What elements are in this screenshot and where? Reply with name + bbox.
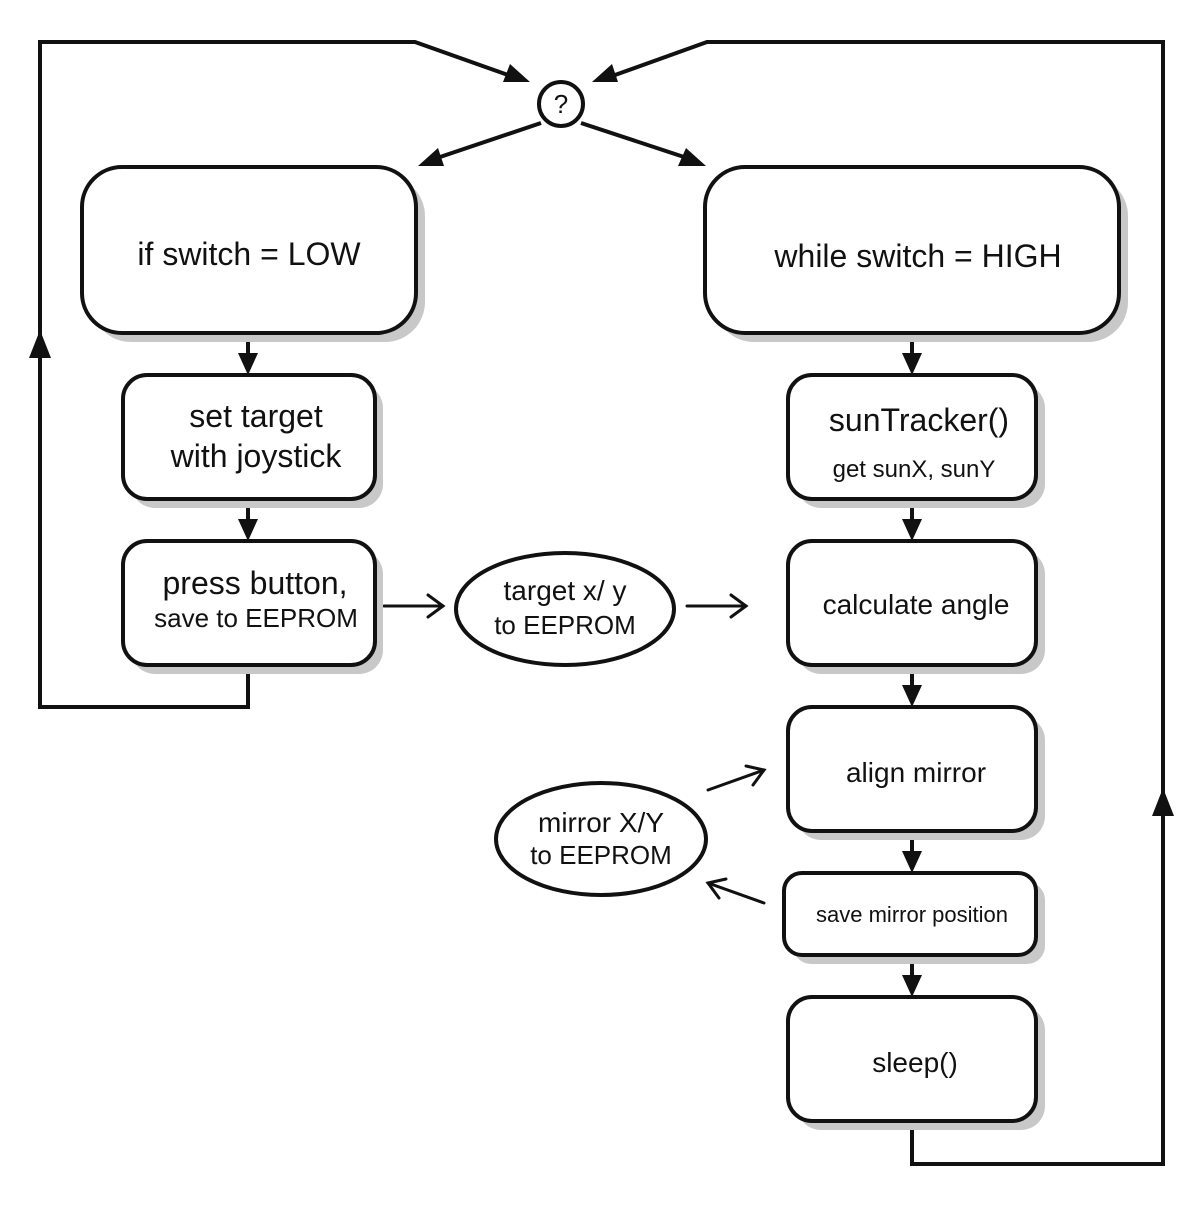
decision-label: ? [554, 89, 568, 119]
sun-tracker-line2: get sunX, sunY [833, 456, 996, 483]
target-to-calculate-arrowhead [729, 593, 749, 619]
sun-tracker-line1: sunTracker() [829, 402, 1009, 438]
right-flow-arrowhead-1 [902, 353, 922, 375]
mirror-eeprom-line2: to EEPROM [530, 840, 672, 870]
left-flow-arrowhead-1 [238, 353, 258, 375]
save-mirror-position-label: save mirror position [816, 902, 1008, 927]
press-button-line1: press button, [163, 565, 348, 601]
decision-to-right-arrowhead [678, 148, 706, 166]
button-to-target-arrowhead [426, 593, 446, 619]
left-loop-into-decision-arrowhead [503, 64, 530, 82]
connectors [29, 40, 1174, 1166]
sleep-label: sleep() [872, 1047, 958, 1078]
align-mirror-label: align mirror [846, 757, 986, 788]
if-switch-low-label: if switch = LOW [137, 236, 361, 272]
mirror-to-align-arrowhead [744, 764, 767, 787]
left-flow-arrowhead-2 [238, 519, 258, 541]
if-switch-low-box: if switch = LOW [80, 165, 425, 342]
calculate-angle-label: calculate angle [823, 589, 1010, 620]
left-loop-line [38, 40, 509, 709]
sleep-box: sleep() [786, 995, 1045, 1130]
decision-to-left-line [439, 121, 542, 159]
decision-node: ? [537, 80, 585, 128]
left-loop-up-arrowhead [29, 330, 51, 358]
right-loop-up-arrowhead [1152, 788, 1174, 816]
decision-to-left-arrowhead [418, 148, 444, 166]
mirror-to-align-arrow [706, 768, 766, 792]
save-mirror-position-box: save mirror position [782, 871, 1045, 964]
align-mirror-box: align mirror [786, 705, 1045, 840]
mirror-eeprom-line1: mirror X/Y [538, 807, 664, 838]
calculate-angle-box: calculate angle [786, 539, 1045, 674]
set-target-line2: with joystick [170, 438, 343, 474]
while-switch-high-label: while switch = HIGH [773, 238, 1061, 274]
save-to-mirror-arrowhead [705, 877, 728, 900]
target-eeprom-line1: target x/ y [504, 575, 627, 606]
right-flow-arrowhead-2 [902, 519, 922, 541]
press-button-line2: save to EEPROM [154, 603, 358, 633]
target-eeprom-ellipse: target x/ y to EEPROM [454, 551, 676, 667]
sun-tracker-box: sunTracker() get sunX, sunY [786, 373, 1045, 508]
set-target-line1: set target [189, 398, 323, 434]
right-flow-arrowhead-3 [902, 685, 922, 707]
right-loop-line [614, 40, 1165, 1166]
right-flow-arrowhead-4 [902, 851, 922, 873]
while-switch-high-box: while switch = HIGH [703, 165, 1128, 342]
right-loop-into-decision-arrowhead [592, 64, 618, 82]
mirror-eeprom-ellipse: mirror X/Y to EEPROM [494, 781, 708, 897]
right-flow-arrowhead-5 [902, 975, 922, 997]
save-to-mirror-arrow [706, 881, 766, 905]
decision-to-right-line [580, 121, 685, 159]
press-button-box: press button, save to EEPROM [121, 539, 383, 674]
target-eeprom-line2: to EEPROM [494, 610, 636, 640]
set-target-box: set target with joystick [121, 373, 383, 508]
